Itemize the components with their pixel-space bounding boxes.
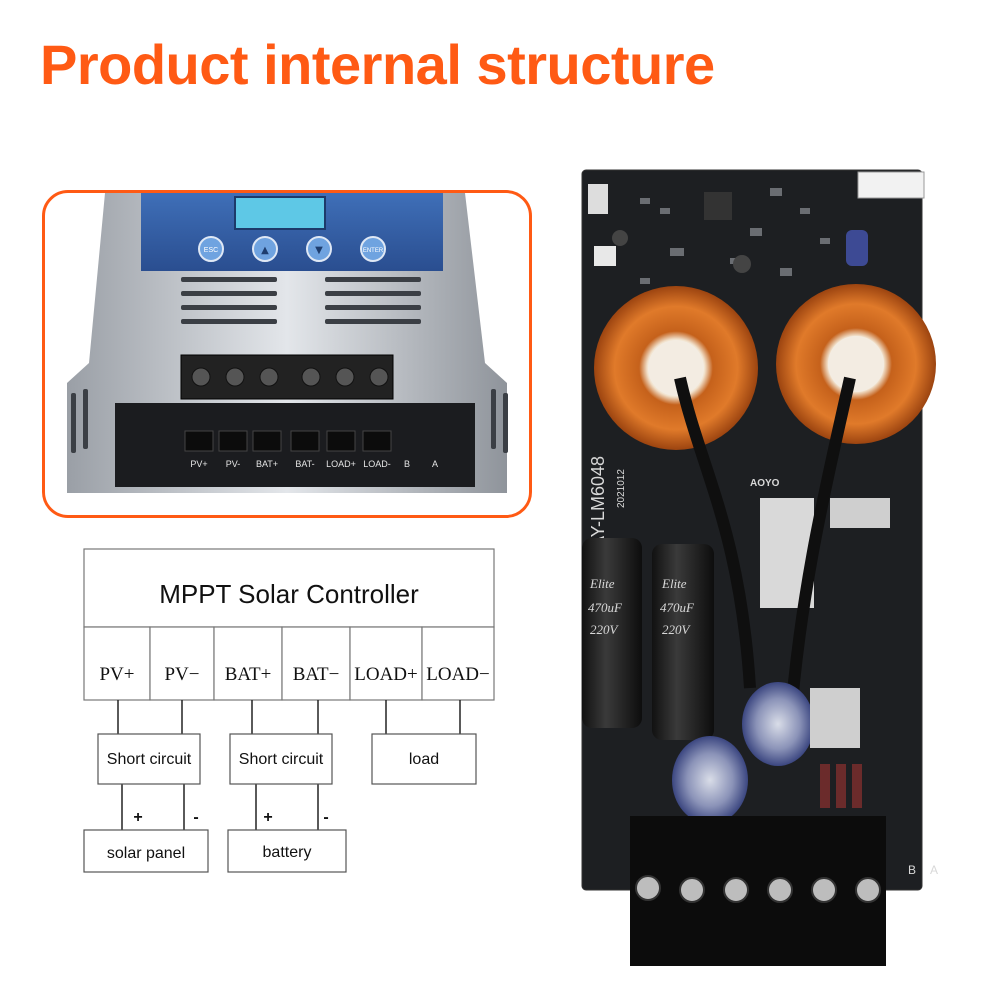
terminal-block [180, 354, 394, 400]
fuse-holders [820, 764, 862, 808]
capacitor-2-value: 470uF [660, 600, 695, 615]
battery-plus-sign: + [263, 809, 272, 826]
load-label: load [409, 751, 439, 768]
blue-capacitor-small [846, 230, 868, 266]
pad-array [810, 688, 860, 748]
terminal-cell-pv-minus [149, 626, 215, 701]
load-box [371, 733, 477, 785]
toroid-core-right [828, 336, 884, 392]
short-circuit-label-1: Short circuit [107, 751, 192, 768]
terminal-bat-plus: BAT+ [225, 664, 272, 685]
battery-minus-sign: - [323, 809, 328, 826]
blue-capacitor-2 [742, 682, 814, 766]
inductor-small-1 [612, 230, 628, 246]
terminal-cell-pv-plus [83, 626, 151, 701]
svg-text:LOAD+: LOAD+ [326, 459, 356, 469]
svg-text:PV-: PV- [226, 459, 241, 469]
terminal-cell-load-minus [421, 626, 495, 701]
battery-box [227, 829, 347, 873]
lcd-screen [234, 196, 326, 230]
cable-1 [674, 376, 756, 689]
vent-slots [71, 277, 508, 453]
svg-text:A: A [432, 459, 438, 469]
terminal-pv-minus: PV− [164, 664, 199, 685]
battery-label: battery [263, 844, 312, 861]
terminal-cell-bat-plus [213, 626, 283, 701]
terminal-bat-minus: BAT− [293, 664, 340, 685]
page-title: Product internal structure [40, 33, 715, 96]
pcb-substrate [581, 169, 923, 891]
esc-button[interactable]: ESC [198, 236, 224, 262]
pcb-terminal-screws [635, 875, 881, 903]
capacitor-1-brand: Elite [589, 576, 615, 591]
terminal-screws [191, 367, 389, 387]
terminal-sockets [184, 430, 392, 452]
pcb-board-photo: AY-LM6048 2021012 AOYO Elite 470uF 220V … [581, 169, 938, 966]
board-date-label: 2021012 [616, 469, 627, 508]
capacitor-2-brand: Elite [661, 576, 687, 591]
solar-plus-sign: + [133, 809, 142, 826]
solar-panel-box [83, 829, 209, 873]
capacitor-2 [652, 544, 714, 740]
svg-text:B: B [404, 459, 410, 469]
svg-text:BAT+: BAT+ [256, 459, 278, 469]
svg-text:BAT-: BAT- [295, 459, 314, 469]
short-circuit-box-1 [97, 733, 201, 785]
solar-minus-sign: - [193, 809, 198, 826]
terminal-load-minus: LOAD− [426, 664, 490, 685]
short-circuit-label-2: Short circuit [239, 751, 324, 768]
cable-2 [784, 376, 856, 729]
solar-panel-label: solar panel [107, 845, 185, 862]
aux-label-b: B [908, 863, 916, 877]
svg-text:PV+: PV+ [190, 459, 207, 469]
enter-button[interactable]: ENTER [360, 236, 386, 262]
blue-capacitor-1 [672, 736, 748, 824]
connector-header [857, 171, 925, 199]
down-button[interactable]: ▼ [306, 236, 332, 262]
capacitor-1-voltage: 220V [590, 622, 620, 637]
wires [117, 700, 461, 830]
board-brand-label: AOYO [750, 478, 780, 489]
capacitor-2-voltage: 220V [662, 622, 692, 637]
short-circuit-box-2 [229, 733, 333, 785]
terminal-cell-bat-minus [281, 626, 351, 701]
controller-title-cell [83, 548, 495, 628]
aux-label-a: A [930, 863, 938, 877]
controller-photo: ESC ▲ ▼ ENTER [67, 193, 508, 493]
svg-text:▼: ▼ [315, 245, 323, 256]
svg-text:ENTER: ENTER [363, 248, 384, 254]
svg-text:LOAD-: LOAD- [363, 459, 391, 469]
ic-chip [704, 192, 732, 220]
pcb-terminal-block [630, 816, 886, 966]
jumper-connector [594, 246, 616, 266]
board-model-label: AY-LM6048 [588, 456, 608, 548]
capacitor-1 [582, 538, 642, 728]
svg-text:ESC: ESC [204, 247, 218, 254]
inductor-small-2 [733, 255, 751, 273]
terminal-pv-plus: PV+ [99, 664, 134, 685]
mosfet-pad [830, 498, 890, 528]
svg-text:▲: ▲ [261, 245, 269, 256]
terminal-cell-load-plus [349, 626, 423, 701]
up-button[interactable]: ▲ [252, 236, 278, 262]
capacitor-1-value: 470uF [588, 600, 623, 615]
terminal-labels: PV+ PV- BAT+ BAT- LOAD+ LOAD- B A [190, 459, 438, 469]
controller-photo-frame: ESC ▲ ▼ ENTER [42, 190, 532, 518]
small-connector [588, 184, 608, 214]
terminal-load-plus: LOAD+ [354, 664, 418, 685]
controller-title: MPPT Solar Controller [159, 579, 419, 609]
smd-components [640, 188, 830, 284]
toroid-core-left [648, 340, 704, 396]
